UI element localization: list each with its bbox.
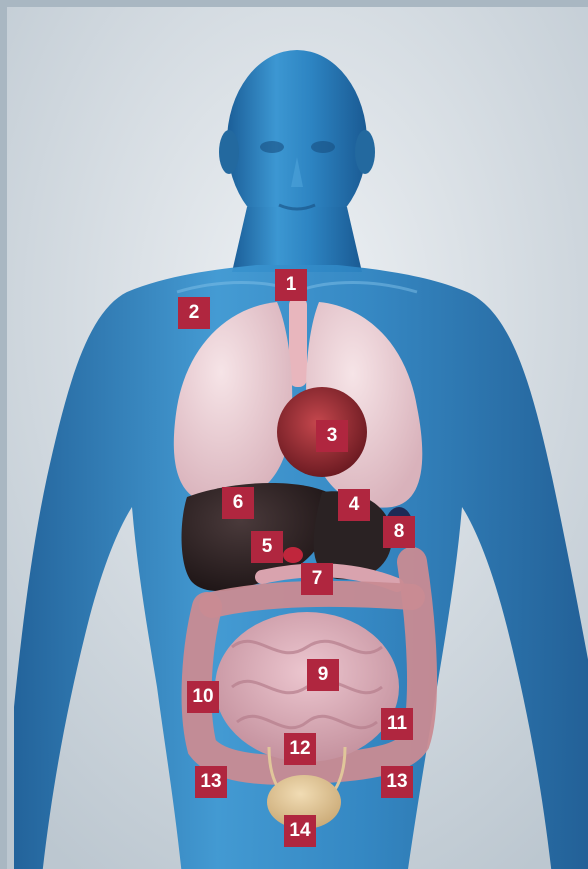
label-13-left: 13 xyxy=(195,766,227,798)
label-13-right: 13 xyxy=(381,766,413,798)
label-6: 6 xyxy=(222,487,254,519)
label-4: 4 xyxy=(338,489,370,521)
label-1: 1 xyxy=(275,269,307,301)
label-12: 12 xyxy=(284,733,316,765)
label-10: 10 xyxy=(187,681,219,713)
label-8: 8 xyxy=(383,516,415,548)
label-14: 14 xyxy=(284,815,316,847)
trachea xyxy=(289,297,307,387)
label-2: 2 xyxy=(178,297,210,329)
label-5: 5 xyxy=(251,531,283,563)
label-9: 9 xyxy=(307,659,339,691)
label-7: 7 xyxy=(301,563,333,595)
label-11: 11 xyxy=(381,708,413,740)
gallbladder xyxy=(283,547,303,563)
label-3: 3 xyxy=(316,420,348,452)
